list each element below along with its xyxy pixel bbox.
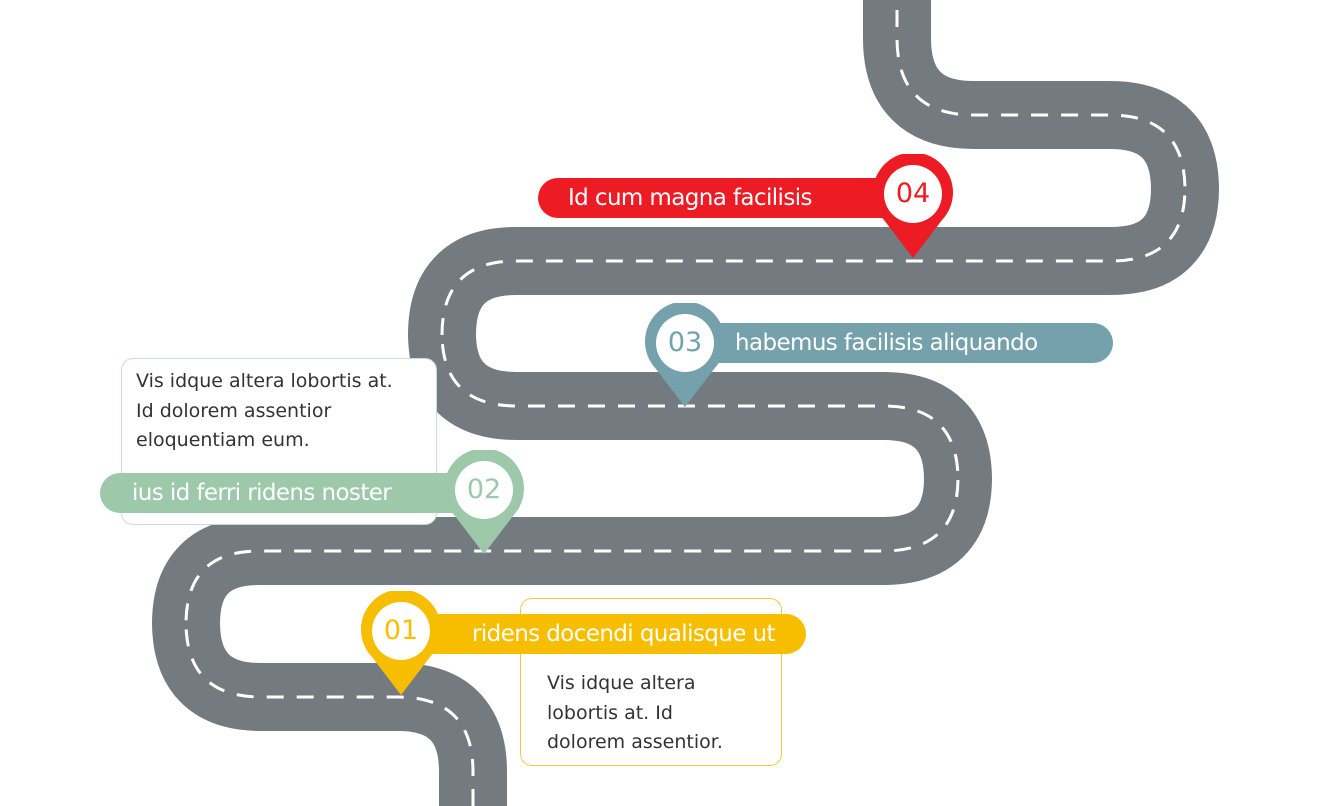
step-01-title-banner: ridens docendi qualisque ut bbox=[400, 614, 806, 654]
pin-center bbox=[455, 461, 513, 519]
step-04-title-banner: Id cum magna facilisis bbox=[538, 178, 920, 218]
step-02-description-line: eloquentiam eum. bbox=[136, 429, 310, 451]
step-01-description-line: Vis idque altera bbox=[547, 672, 696, 694]
step-04-title: Id cum magna facilisis bbox=[568, 185, 812, 211]
step-02-title: ius id ferri ridens noster bbox=[132, 480, 392, 506]
road-center-line bbox=[184, 0, 1187, 806]
step-02-number: 02 bbox=[466, 474, 502, 505]
step-03-title: habemus facilisis aliquando bbox=[735, 330, 1038, 356]
step-02-description-line: Vis idque altera lobortis at. bbox=[136, 370, 393, 392]
step-01-map-pin-icon: 01 bbox=[361, 591, 441, 695]
pin-center bbox=[656, 314, 714, 372]
step-01-description-line: dolorem assentior. bbox=[547, 731, 723, 753]
map-pin-icon bbox=[873, 154, 953, 258]
step-01-description-line: lobortis at. Id bbox=[547, 701, 673, 724]
step-02-map-pin-icon: 02 bbox=[444, 450, 524, 554]
step-03-title-banner: habemus facilisis aliquando bbox=[690, 323, 1113, 363]
map-pin-icon bbox=[361, 591, 441, 695]
pin-center bbox=[884, 165, 942, 223]
step-03-number: 03 bbox=[667, 327, 703, 358]
pin-center bbox=[372, 602, 430, 660]
step-03-map-pin-icon: 03 bbox=[645, 303, 725, 407]
step-01-number: 01 bbox=[383, 615, 419, 646]
step-02-title-banner: ius id ferri ridens noster bbox=[100, 473, 488, 513]
map-pin-icon bbox=[645, 303, 725, 407]
step-04-number: 04 bbox=[895, 178, 931, 209]
step-01-title: ridens docendi qualisque ut bbox=[472, 621, 775, 647]
step-02-description-line: Id dolorem assentior bbox=[136, 399, 332, 422]
step-04-map-pin-icon: 04 bbox=[873, 154, 953, 258]
map-pin-icon bbox=[444, 450, 524, 554]
